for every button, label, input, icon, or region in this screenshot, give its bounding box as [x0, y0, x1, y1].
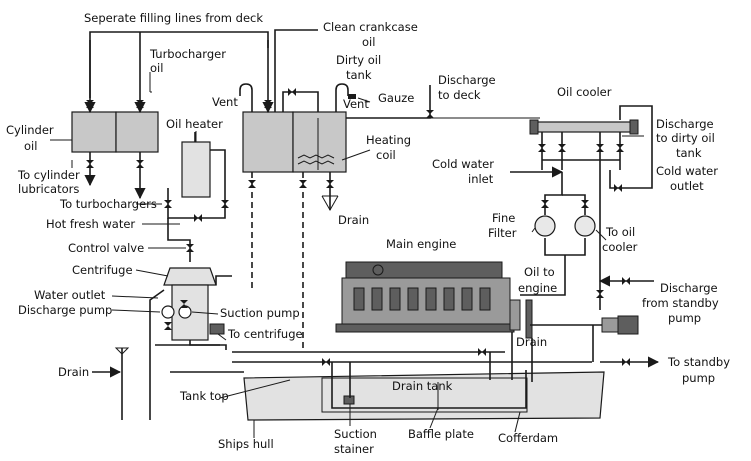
label-to-oil-cooler-2: cooler — [602, 240, 638, 254]
label-separate-filling-lines: Seperate filling lines from deck — [84, 11, 263, 25]
label-suction-stainer-1: Suction — [334, 427, 377, 441]
label-to-cylinder-lubricators-2: lubricators — [18, 182, 79, 196]
label-tank-top: Tank top — [179, 389, 229, 403]
cylinder-oil-tank — [71, 111, 117, 153]
label-discharge-standby-2: from standby — [642, 296, 719, 310]
label-vent-left: Vent — [212, 95, 238, 109]
label-gauze: Gauze — [378, 91, 414, 105]
turbocharger-oil-tank — [115, 111, 159, 153]
label-discharge-to-deck-2: to deck — [438, 88, 481, 102]
label-drain-left: Drain — [58, 365, 89, 379]
label-ships-hull: Ships hull — [218, 437, 274, 451]
fine-filter-left — [534, 215, 556, 237]
leader-lines — [50, 72, 644, 438]
label-cold-water-inlet-2: inlet — [468, 172, 494, 186]
label-drain-engine: Drain — [516, 335, 547, 349]
label-discharge-standby-1: Discharge — [660, 281, 718, 295]
label-drain-tank: Drain tank — [392, 379, 453, 393]
label-dirty-oil-tank-2: tank — [346, 68, 372, 82]
label-oil-cooler: Oil cooler — [557, 85, 612, 99]
label-baffle-plate: Baffle plate — [408, 427, 474, 441]
label-centrifuge: Centrifuge — [72, 263, 133, 277]
label-heating-coil-1: Heating — [366, 133, 411, 147]
label-to-oil-cooler-1: To oil — [605, 225, 635, 239]
label-cold-water-inlet-1: Cold water — [432, 157, 494, 171]
label-oil-to-engine-1: Oil to — [524, 265, 555, 279]
label-discharge-dirty-2: to dirty oil — [656, 131, 715, 145]
label-cold-water-outlet-2: outlet — [670, 179, 704, 193]
label-oil-to-engine-2: engine — [518, 281, 557, 295]
standby-pump-body — [601, 317, 619, 333]
engine-cylinders — [353, 287, 491, 311]
vent-pipe-right — [335, 83, 349, 112]
label-cofferdam: Cofferdam — [498, 431, 558, 445]
label-discharge-pump: Discharge pump — [18, 303, 112, 317]
label-cold-water-outlet-1: Cold water — [656, 164, 718, 178]
label-vent-right: Vent — [343, 97, 369, 111]
oil-cooler-body — [535, 121, 633, 133]
label-turbocharger-oil-2: oil — [150, 61, 163, 75]
label-main-engine: Main engine — [386, 237, 456, 251]
label-cylinder-oil-2: oil — [24, 139, 37, 153]
label-to-cylinder-lubricators-1: To cylinder — [17, 168, 80, 182]
label-suction-stainer-2: stainer — [334, 442, 374, 456]
discharge-pump-symbol — [161, 305, 175, 319]
label-fine-filter-1: Fine — [492, 211, 515, 225]
label-drain-top: Drain — [338, 213, 369, 227]
label-suction-pump: Suction pump — [220, 306, 300, 320]
label-to-centrifuge: To centrifuge — [227, 327, 303, 341]
vent-pipe-left — [239, 83, 253, 112]
label-oil-heater: Oil heater — [166, 117, 223, 131]
label-to-turbochargers: To turbochargers — [59, 197, 157, 211]
label-discharge-standby-3: pump — [668, 311, 701, 325]
label-to-standby-pump-2: pump — [682, 371, 715, 385]
filling-line-header — [89, 31, 269, 98]
clean-crankcase-oil-tank — [242, 111, 294, 173]
label-fine-filter-2: Filter — [488, 226, 517, 240]
oil-heater — [181, 141, 211, 198]
main-engine-top — [345, 261, 503, 279]
label-control-valve: Control valve — [68, 241, 144, 255]
label-water-outlet: Water outlet — [34, 288, 106, 302]
label-dirty-oil-tank-1: Dirty oil — [336, 53, 381, 67]
label-clean-crankcase-1: Clean crankcase — [323, 20, 418, 34]
label-discharge-dirty-3: tank — [676, 146, 702, 160]
label-discharge-dirty-1: Discharge — [656, 117, 714, 131]
label-turbocharger-oil-1: Turbocharger — [149, 47, 226, 61]
drain-tank-inner — [321, 377, 528, 413]
heating-coil — [297, 154, 335, 165]
label-cylinder-oil-1: Cylinder — [6, 123, 54, 137]
standby-pump-motor — [617, 315, 639, 335]
label-heating-coil-2: coil — [376, 148, 396, 162]
label-discharge-to-deck-1: Discharge — [438, 73, 496, 87]
label-clean-crankcase-2: oil — [362, 35, 375, 49]
label-to-standby-pump-1: To standby — [667, 355, 730, 369]
label-hot-fresh-water: Hot fresh water — [46, 217, 135, 231]
centrifuge-body — [163, 267, 217, 286]
fine-filter-right — [574, 215, 596, 237]
suction-strainer — [343, 395, 355, 405]
valves — [86, 88, 630, 366]
